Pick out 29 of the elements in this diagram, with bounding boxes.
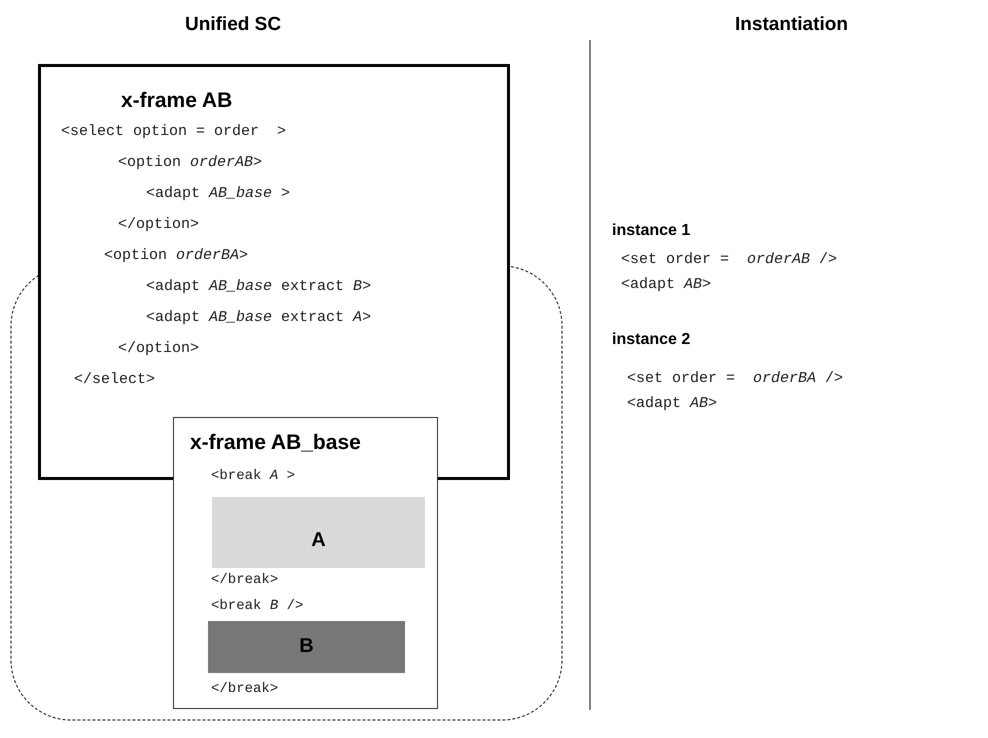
code-line: <option orderBA> — [104, 247, 248, 265]
code-line: <adapt AB> — [627, 395, 718, 413]
column-heading: Instantiation — [735, 14, 848, 36]
code-line: <adapt AB_base extract A> — [146, 309, 372, 327]
code-line: </option> — [118, 340, 200, 358]
code-line: <select option = order > — [61, 123, 286, 141]
region-label: A — [310, 529, 327, 552]
code-line: <set order = orderAB /> — [621, 251, 838, 269]
instance-heading: instance 2 — [612, 331, 690, 349]
code-line: <break A > — [211, 467, 296, 485]
column-heading: Unified SC — [185, 14, 282, 36]
code-line: <option orderAB> — [118, 154, 262, 172]
shaded-region — [208, 621, 405, 673]
frame-box — [173, 417, 438, 709]
instance-heading: instance 1 — [612, 222, 690, 240]
code-line: </break> — [211, 680, 278, 698]
frame-title: x-frame AB — [121, 89, 232, 113]
code-line: </break> — [211, 571, 278, 589]
frame-title: x-frame AB_base — [190, 431, 361, 455]
code-line: <adapt AB_base > — [146, 185, 290, 203]
code-line: </option> — [118, 216, 200, 234]
code-line: </select> — [74, 371, 156, 389]
code-line: <adapt AB> — [621, 276, 712, 294]
code-line: <set order = orderBA /> — [627, 370, 844, 388]
code-line: <break B /> — [211, 597, 304, 615]
region-label: B — [298, 635, 315, 658]
shaded-region — [212, 497, 425, 568]
frame-box — [38, 64, 510, 480]
code-line: <adapt AB_base extract B> — [146, 278, 372, 296]
